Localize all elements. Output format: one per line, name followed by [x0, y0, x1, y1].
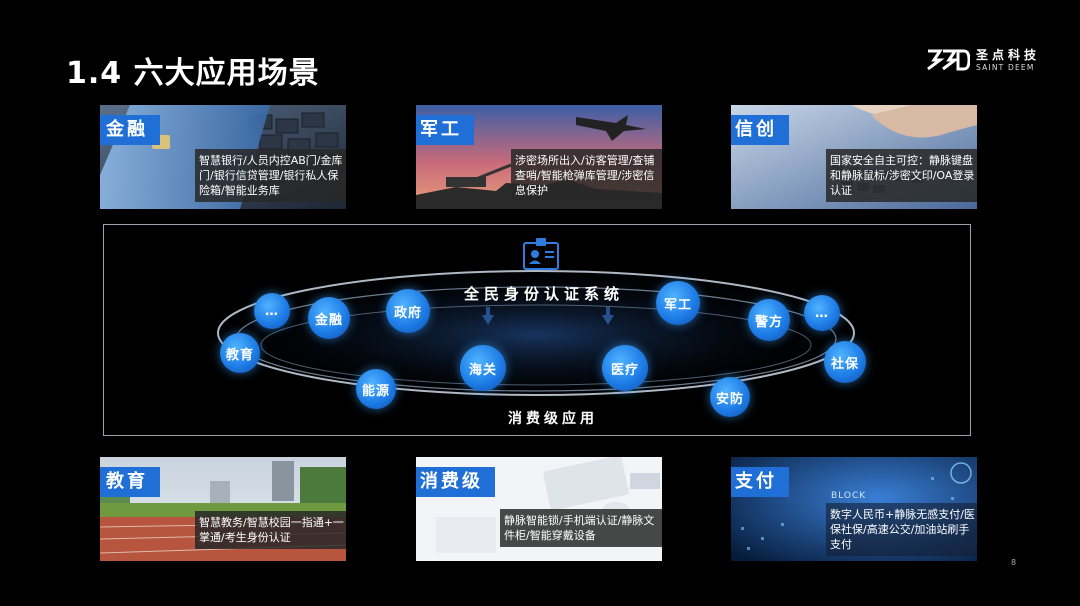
card-tag: 金融: [100, 115, 160, 145]
page-number: 8: [1011, 558, 1017, 567]
card-description: 涉密场所出入/访客管理/查铺查哨/智能枪弹库管理/涉密信息保护: [511, 149, 662, 202]
logo-name-cn: 圣点科技: [976, 48, 1041, 62]
card-tag: 支付: [731, 467, 789, 497]
node-more-right: …: [804, 295, 840, 331]
card-payment: BLOCK 支付 数字人民币+静脉无感支付/医保社保/高速公交/加油站刷手支付: [731, 457, 977, 561]
card-description: 智慧银行/人员内控AB门/金库门/银行信贷管理/银行私人保险箱/智能业务库: [195, 149, 346, 202]
node-customs: 海关: [460, 345, 506, 391]
card-description: 静脉智能锁/手机端认证/静脉文件柜/智能穿戴设备: [500, 509, 662, 547]
logo-name-en: SAINT DEEM: [976, 63, 1035, 72]
company-logo: 圣点科技 SAINT DEEM: [926, 46, 1046, 76]
card-xinchuang: 信创 国家安全自主可控：静脉键盘和静脉鼠标/涉密文印/OA登录认证: [731, 105, 977, 209]
id-badge-icon: [523, 238, 559, 270]
card-description: 国家安全自主可控：静脉键盘和静脉鼠标/涉密文印/OA登录认证: [826, 149, 977, 202]
card-tag: 教育: [100, 467, 160, 497]
card-description: 智慧教务/智慧校园一指通+一掌通/考生身份认证: [195, 511, 346, 549]
card-finance: 金融 智慧银行/人员内控AB门/金库门/银行信贷管理/银行私人保险箱/智能业务库: [100, 105, 346, 209]
node-energy: 能源: [356, 369, 396, 409]
orbit-rings: [206, 238, 866, 405]
node-education: 教育: [220, 333, 260, 373]
system-label: 全民身份认证系统: [464, 285, 625, 303]
card-tag: 信创: [731, 115, 789, 145]
card-consumer: 消费级 静脉智能锁/手机端认证/静脉文件柜/智能穿戴设备: [416, 457, 662, 561]
node-more-left: …: [254, 293, 290, 329]
card-tag: 消费级: [416, 467, 495, 497]
logo-mark-icon: [927, 49, 970, 71]
card-education: 教育 智慧教务/智慧校园一指通+一掌通/考生身份认证: [100, 457, 346, 561]
node-police: 警方: [748, 299, 790, 341]
node-medical: 医疗: [602, 345, 648, 391]
identity-system-panel: 全民身份认证系统 消费级应用 … 金融 政府 军工 警方 … 教育 社保 海关 …: [103, 224, 971, 436]
node-finance: 金融: [308, 297, 350, 339]
card-tag: 军工: [416, 115, 474, 145]
card-description: 数字人民币+静脉无感支付/医保社保/高速公交/加油站刷手支付: [826, 503, 977, 556]
node-social-security: 社保: [824, 341, 866, 383]
consumer-label: 消费级应用: [508, 411, 598, 427]
slide-title: 1.4 六大应用场景: [66, 56, 320, 91]
card-military: 军工 涉密场所出入/访客管理/查铺查哨/智能枪弹库管理/涉密信息保护: [416, 105, 662, 209]
node-security: 安防: [710, 377, 750, 417]
block-label: BLOCK: [831, 491, 867, 501]
node-military: 军工: [656, 281, 700, 325]
node-government: 政府: [386, 289, 430, 333]
